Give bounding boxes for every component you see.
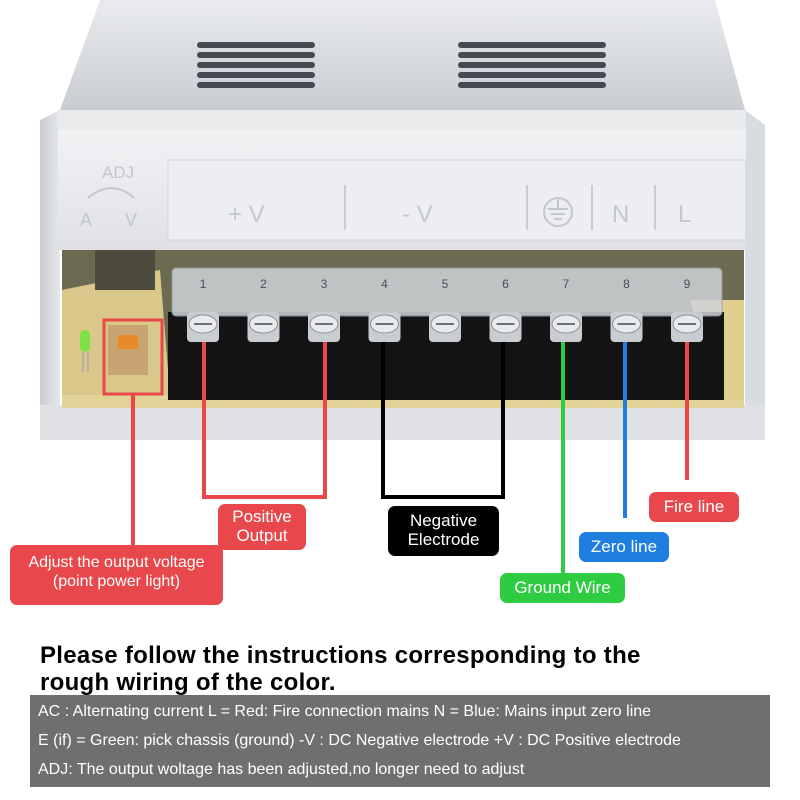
adjust-voltage-callout: Adjust the output voltage (point power l… — [10, 545, 223, 605]
negative-wire — [381, 342, 505, 499]
n-label: N — [612, 201, 629, 228]
l-label: L — [678, 201, 691, 228]
positive-wire — [202, 342, 327, 499]
fire-line-callout: Fire line — [649, 492, 739, 522]
zero-line-label: Zero line — [590, 537, 658, 556]
terminal-number: 7 — [563, 277, 570, 291]
a-label: A — [80, 210, 92, 230]
vent-left — [197, 42, 315, 88]
minus-v-label: - V — [402, 201, 433, 228]
terminal-screw-icon — [610, 312, 643, 342]
terminal-cover — [171, 267, 723, 317]
ground-symbol-icon — [543, 197, 573, 227]
legend-line2: E (if) = Green: pick chassis (ground) -V… — [38, 732, 681, 749]
terminal-number: 5 — [442, 277, 449, 291]
terminal-number: 3 — [321, 277, 328, 291]
terminal-number: 2 — [260, 277, 267, 291]
negative-electrode-line1: Negative — [409, 511, 478, 530]
terminal-screw-icon — [671, 312, 703, 342]
adjust-voltage-line1: Adjust the output voltage — [28, 554, 205, 571]
instructions-line1: Please follow the instructions correspon… — [40, 642, 641, 669]
instructions-line2: rough wiring of the color. — [40, 669, 336, 696]
adjust-voltage-line2: (point power light) — [52, 573, 181, 590]
terminal-screw-icon — [187, 312, 219, 342]
zero-line-callout: Zero line — [579, 532, 669, 562]
terminal-number: 9 — [684, 277, 691, 291]
potentiometer-icon — [108, 325, 148, 375]
plus-v-label: + V — [228, 201, 265, 228]
terminal-number: 8 — [623, 277, 630, 291]
case-top — [60, 0, 745, 110]
ground-wire-callout: Ground Wire — [500, 573, 625, 603]
terminal-number: 4 — [381, 277, 388, 291]
positive-output-line1: Positive — [232, 507, 292, 526]
positive-output-callout: Positive Output — [218, 504, 306, 550]
adj-arrow-icon — [87, 187, 135, 199]
case-bottom — [40, 405, 765, 440]
terminal-screw-icon — [429, 312, 461, 342]
v-label: V — [125, 210, 137, 230]
terminal-screw-icon — [489, 312, 522, 342]
terminal-number: 1 — [200, 277, 207, 291]
legend-line1: AC : Alternating current L = Red: Fire c… — [38, 703, 652, 720]
instructions-heading: Please follow the instructions correspon… — [40, 642, 780, 696]
fire-line-label: Fire line — [663, 497, 725, 516]
terminal-screws — [187, 312, 703, 342]
terminal-screw-icon — [247, 312, 280, 342]
adj-label: ADJ — [102, 163, 134, 182]
terminal-numbers: 1 2 3 4 5 6 7 8 9 — [200, 277, 691, 291]
terminal-screw-icon — [308, 312, 340, 342]
case-side-left — [40, 110, 60, 440]
negative-electrode-callout: Negative Electrode — [388, 506, 499, 556]
legend-box: AC : Alternating current L = Red: Fire c… — [30, 695, 770, 787]
legend-line3: ADJ: The output woltage has been adjuste… — [38, 761, 525, 778]
vent-right — [458, 42, 606, 88]
terminal-screw-icon — [550, 312, 582, 342]
terminal-number: 6 — [502, 277, 509, 291]
power-supply-illustration: ADJ A V + V - V N L 1 2 3 4 5 6 7 8 9 — [40, 0, 765, 575]
led-indicator-icon — [80, 330, 90, 372]
ground-wire-label: Ground Wire — [514, 578, 611, 597]
terminal-screw-icon — [368, 312, 401, 342]
positive-output-line2: Output — [236, 526, 288, 545]
case-side-right — [745, 110, 765, 440]
negative-electrode-line2: Electrode — [407, 530, 480, 549]
